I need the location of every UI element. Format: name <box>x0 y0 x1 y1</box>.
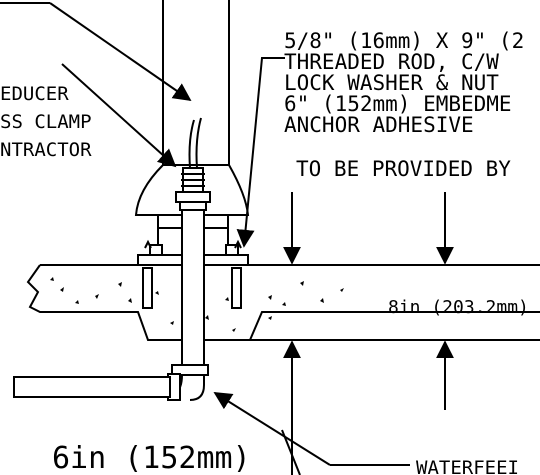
upper-column <box>162 0 230 165</box>
aggregate-marks <box>50 277 344 332</box>
reducer-label-line-1: EDUCER <box>0 83 69 105</box>
reducer-label-line-2: SS CLAMP <box>0 111 92 133</box>
vertical-pipe <box>181 209 205 376</box>
horizontal-pipe <box>13 376 171 398</box>
slab-thickness-label: 8in (203.2mm) <box>388 297 529 318</box>
rod-spec-line-3: LOCK WASHER & NUT <box>284 71 499 95</box>
rod-spec-line-2: THREADED ROD, C/W <box>284 50 499 74</box>
waterfeed-label: WATERFEEI <box>416 457 519 475</box>
anchor-rods <box>142 267 242 309</box>
reducer-label-line-3: NTRACTOR <box>0 139 92 161</box>
provided-by-note: TO BE PROVIDED BY <box>296 157 511 181</box>
leader-rod <box>236 57 285 248</box>
leader-reducer <box>61 63 177 168</box>
rod-spec-line-4: 6" (152mm) EMBEDME <box>284 92 512 116</box>
pipe-dimension-label: 6in (152mm) <box>52 441 251 475</box>
leader-waterfeed <box>213 392 331 466</box>
rod-spec-line-1: 5/8" (16mm) X 9" (2 <box>284 29 524 53</box>
rod-spec-line-5: ANCHOR ADHESIVE <box>284 113 474 137</box>
